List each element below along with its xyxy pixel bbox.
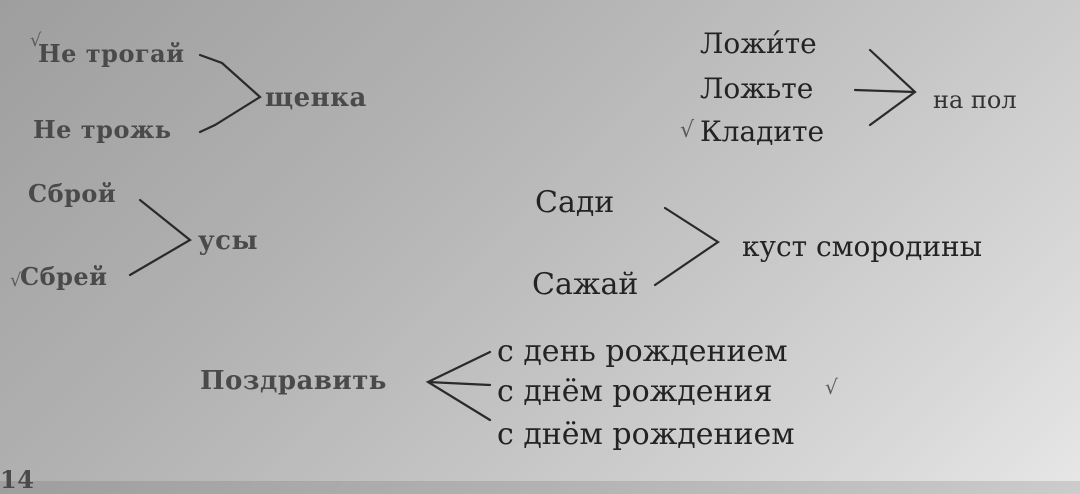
option-sazhai: Сажай	[532, 267, 639, 302]
check-mark: √	[680, 118, 695, 143]
connector-group5	[425, 350, 492, 422]
option-s-dnem-rozhdeniya: с днём рождения	[497, 374, 773, 409]
target-na-pol: на пол	[933, 86, 1017, 114]
target-shchenka: щенка	[265, 83, 367, 113]
option-s-dnem-rozhdeniem: с днём рождением	[497, 417, 795, 452]
option-ne-trogai: Не трогай	[38, 39, 185, 68]
option-sbroi: Сброй	[28, 179, 117, 208]
target-kust-smorodiny: куст смородины	[742, 230, 982, 263]
option-ne-trozh: Не трожь	[33, 115, 172, 144]
connector-group4	[653, 206, 720, 287]
option-kladite: Кладите	[700, 115, 825, 148]
source-pozdravit: Поздравить	[200, 366, 387, 396]
option-lozhte: Ложьте	[700, 72, 814, 105]
connector-group2	[128, 198, 192, 277]
check-mark: √	[10, 270, 22, 291]
option-s-den-rozhdeniem: с день рождением	[497, 334, 788, 369]
option-sadi: Сади	[535, 185, 615, 220]
page-number: 14	[0, 465, 35, 494]
connector-lines	[128, 48, 917, 422]
option-lozhite: Ложи́те	[700, 27, 817, 60]
check-mark: √	[30, 30, 42, 51]
target-usy: усы	[198, 226, 259, 256]
connector-group1	[198, 53, 262, 134]
option-sbrei: Сбрей	[20, 262, 108, 291]
connector-group3	[853, 48, 917, 127]
check-mark: √	[825, 375, 838, 399]
